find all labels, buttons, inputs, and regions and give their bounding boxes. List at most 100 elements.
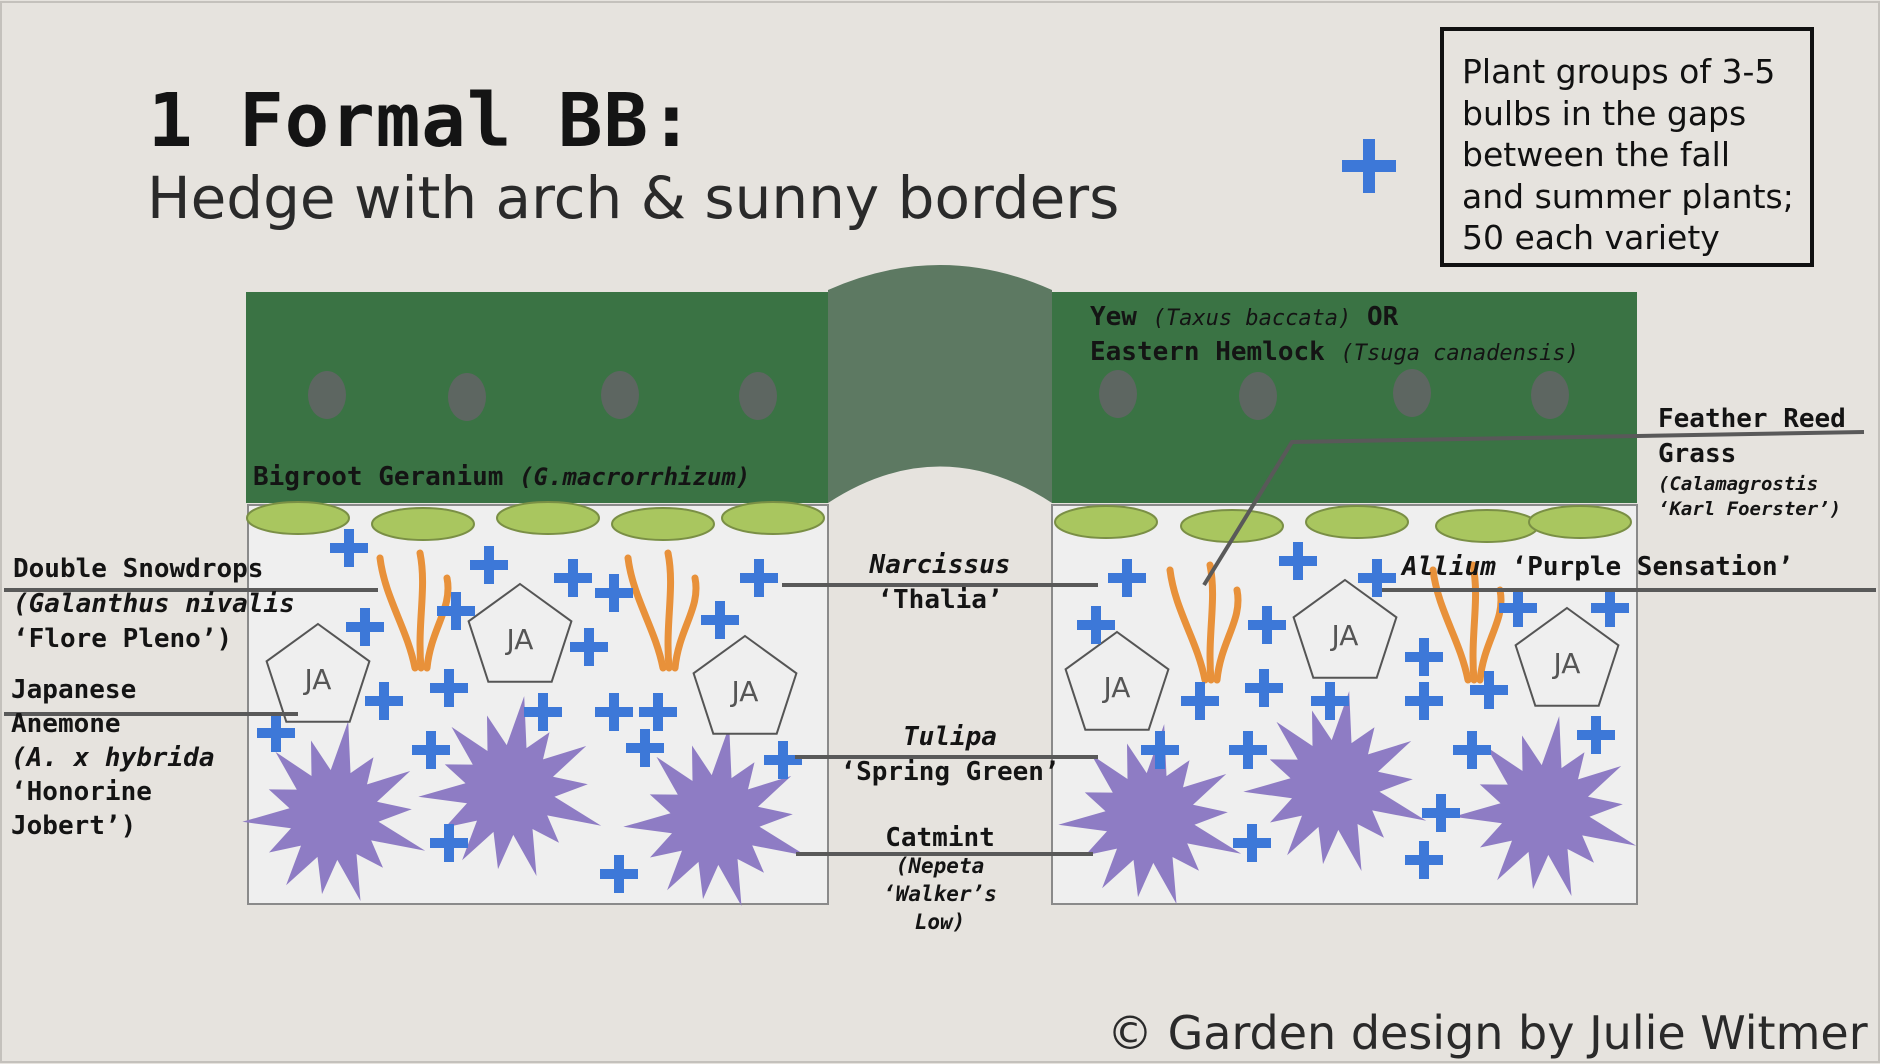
- geranium-label: Bigroot Geranium (G.macrorrhizum): [253, 462, 750, 492]
- catmint-line: Low): [914, 910, 966, 934]
- blue-plus-icon: [430, 669, 468, 707]
- hedge-dots: [308, 369, 1569, 421]
- anemone-label: Japanese Anemone (A. x hybrida ‘Honorine…: [11, 673, 215, 843]
- blue-plus-icon: [257, 714, 295, 752]
- arch: [828, 265, 1052, 503]
- blue-plus-icon: [430, 824, 468, 862]
- blue-plus-icon: [1077, 606, 1115, 644]
- anemone-group: JA JA JA JA JA JA: [265, 578, 1620, 735]
- anemone-ja-label: JA: [1102, 671, 1131, 704]
- allium-label: Allium ‘Purple Sensation’: [1402, 552, 1793, 582]
- blue-plus-icon: [639, 693, 677, 731]
- narcissus-line: Narcissus: [869, 550, 1011, 580]
- snowdrops-line: (Galanthus nivalis: [13, 589, 295, 619]
- catmint-starburst-icon: [1243, 691, 1427, 871]
- blue-plus-icon: [1248, 606, 1286, 644]
- blue-plus-icon: [1470, 671, 1508, 709]
- hedge-name: Yew: [1090, 302, 1137, 332]
- blue-plus-icon: [764, 741, 802, 779]
- note-line: Plant groups of 3-5: [1462, 52, 1776, 91]
- blue-plus-icon: [1577, 716, 1615, 754]
- anemone-pentagon-icon: JA: [1064, 630, 1170, 731]
- hedge-shrub-dot: [448, 373, 486, 421]
- hedge-latin-2: (Tsuga canadensis): [1340, 341, 1579, 366]
- blue-plus-icon: [1422, 794, 1460, 832]
- note-line: bulbs in the gaps: [1462, 93, 1747, 133]
- anemone-ja-label: JA: [1552, 647, 1581, 680]
- geranium-mound-icon: [1435, 509, 1539, 543]
- blue-plus-icon: [1405, 638, 1443, 676]
- page-title: 1 Formal BB:: [148, 78, 695, 164]
- catmint-line: Catmint: [885, 823, 995, 853]
- snowdrops-label: Double Snowdrops (Galanthus nivalis ‘Flo…: [13, 552, 295, 657]
- hedge-shrub-dot: [1393, 369, 1431, 417]
- page-subtitle: Hedge with arch & sunny borders: [147, 164, 1120, 232]
- tulipa-line: ‘Spring Green’: [840, 757, 1060, 787]
- blue-plus-icon: [1453, 731, 1491, 769]
- feather-grass-line: ‘Karl Foerster’): [1658, 498, 1842, 520]
- planting-note: Plant groups of 3-5 bulbs in the gaps be…: [1440, 27, 1814, 267]
- catmint-starburst-icon: [623, 726, 807, 906]
- blue-plus-icon: [740, 559, 778, 597]
- anemone-ja-label: JA: [1330, 619, 1359, 652]
- hedge-shrub-dot: [1239, 372, 1277, 420]
- blue-plus-icon: [1245, 669, 1283, 707]
- blue-plus-icon: [1141, 731, 1179, 769]
- blue-plus-icon: [470, 546, 508, 584]
- catmint-starburst-icon: [242, 721, 426, 901]
- blue-plus-icon: [1233, 824, 1271, 862]
- blue-plus-icon: [1181, 682, 1219, 720]
- anemone-pentagon-icon: JA: [692, 634, 798, 735]
- blue-plus-icon: [1229, 731, 1267, 769]
- feather-grass-line: Feather Reed: [1658, 404, 1846, 434]
- tulipa-label: Tulipa ‘Spring Green’: [820, 720, 1080, 790]
- blue-plus-icon: [437, 592, 475, 630]
- hedge-label-line1: Yew (Taxus baccata) OR: [1090, 302, 1398, 332]
- anemone-line: Anemone: [11, 709, 121, 739]
- blue-plus-icon: [1499, 589, 1537, 627]
- anemone-ja-label: JA: [505, 623, 534, 656]
- blue-plus-icon: [595, 693, 633, 731]
- blue-plus-icon: [1342, 139, 1396, 193]
- blue-plus-icon: [1358, 559, 1396, 597]
- feather-grass-line: Grass: [1658, 439, 1737, 469]
- grass-tuft-icon: [624, 549, 700, 672]
- anemone-pentagon-icon: JA: [1514, 606, 1620, 707]
- blue-plus-icon: [1591, 589, 1629, 627]
- geranium-row: [246, 501, 1632, 543]
- credit-text: © Garden design by Julie Witmer: [1107, 1006, 1868, 1060]
- blue-plus-icon: [1311, 682, 1349, 720]
- geranium-mound-icon: [1054, 505, 1158, 539]
- allium-genus: Allium: [1402, 552, 1496, 582]
- feather-grass-leader: [1202, 430, 1865, 587]
- blue-plus-icon: [600, 855, 638, 893]
- hedge-shrub-dot: [1099, 370, 1137, 418]
- anemone-pentagon-icon: JA: [467, 582, 573, 683]
- allium-cultivar: ‘Purple Sensation’: [1511, 552, 1794, 582]
- hedge-label-line2: Eastern Hemlock (Tsuga canadensis): [1090, 337, 1579, 367]
- anemone-line: ‘Honorine: [11, 777, 152, 807]
- hedge-name-2: Eastern Hemlock: [1090, 337, 1325, 367]
- note-line: and summer plants;: [1462, 176, 1794, 216]
- anemone-ja-label: JA: [303, 663, 332, 696]
- catmint-starburst-icon: [1453, 716, 1637, 896]
- narcissus-label: Narcissus ‘Thalia’: [840, 548, 1040, 618]
- blue-plus-icon: [412, 731, 450, 769]
- geranium-mound-icon: [611, 507, 715, 541]
- geranium-latin: (G.macrorrhizum): [519, 463, 751, 491]
- tulipa-line: Tulipa: [903, 722, 997, 752]
- catmint-starburst-icon: [418, 696, 602, 876]
- blue-plus-icon: [701, 601, 739, 639]
- hedge-shrub-dot: [1531, 371, 1569, 419]
- hedge-shrub-dot: [601, 371, 639, 419]
- geranium-mound-icon: [246, 501, 350, 535]
- blue-plus-icon: [346, 608, 384, 646]
- blue-plus-icon: [1279, 542, 1317, 580]
- blue-plus-icon: [570, 628, 608, 666]
- grass-group: [376, 549, 1505, 684]
- geranium-name: Bigroot Geranium: [253, 462, 504, 492]
- catmint-label: Catmint (Nepeta ‘Walker’s Low): [840, 824, 1040, 936]
